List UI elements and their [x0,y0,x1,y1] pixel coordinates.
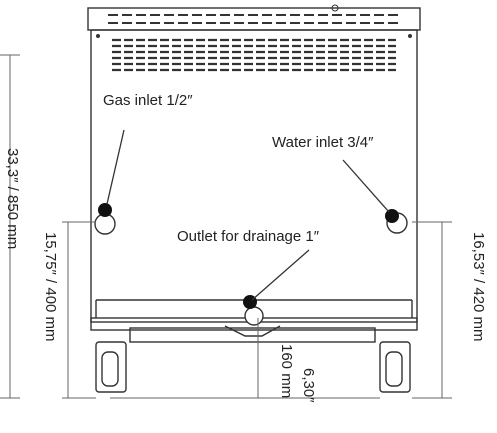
water-inlet-label: Water inlet 3/4″ [272,134,374,151]
gas-inlet-label: Gas inlet 1/2″ [103,92,193,109]
right-foot [379,341,411,393]
drain-housing [129,327,376,343]
drain-outlet-label: Outlet for drainage 1″ [177,228,320,245]
dimension-lines [0,54,452,399]
top-vent-slots [108,14,400,24]
gas-inlet-height-label: 15,75″ / 400 mm [42,232,59,342]
left-wheel [101,351,119,387]
vent-grille [112,38,396,72]
water-inlet-height-label: 16,53″ / 420 mm [470,232,487,342]
right-wheel [385,351,403,387]
screw-right [408,34,412,38]
screw-left [96,34,100,38]
top-rail [87,7,421,31]
top-knob [331,4,339,12]
total-height-label: 33,3″ / 850 mm [4,148,21,250]
left-foot [95,341,127,393]
water-inlet-port [385,209,408,234]
gas-inlet-port [94,203,116,235]
leader-lines [106,129,390,301]
drain-funnel [224,325,281,337]
drain-height-mm-label: 160 mm [278,344,295,399]
drain-height-in-label: 6,30″ [300,368,317,403]
cabinet-body [90,29,418,323]
